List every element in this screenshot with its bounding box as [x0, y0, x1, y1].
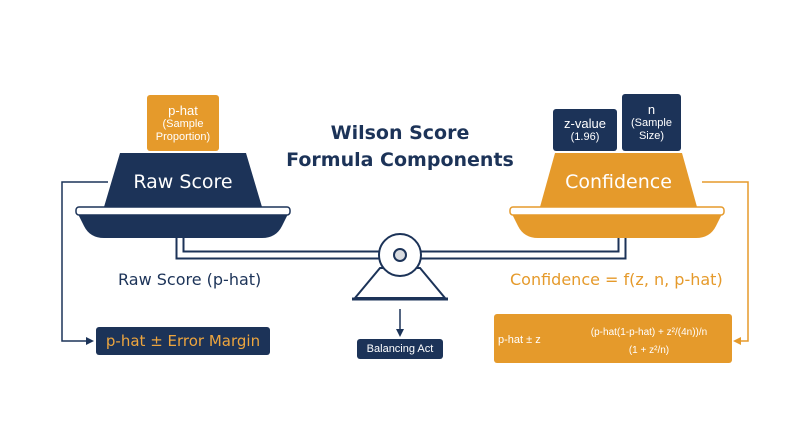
- pivot-inner: [393, 248, 407, 262]
- right-connector-arrow: [702, 181, 749, 342]
- n-weight-label: n: [647, 102, 656, 117]
- n-weight-sub1: (Sample: [631, 117, 672, 129]
- balancing-act-text: Balancing Act: [366, 343, 434, 355]
- diagram-title: Wilson Score Formula Components: [270, 120, 530, 174]
- n-weight: n (Sample Size): [622, 94, 681, 151]
- left-connector-arrow: [61, 181, 108, 342]
- z-value-weight: z-value (1.96): [553, 109, 617, 151]
- right-pan-rim: [509, 206, 725, 216]
- confidence-caption: Confidence = f(z, n, p-hat): [510, 270, 723, 289]
- left-pan-rim: [75, 206, 291, 216]
- wilson-formula-box: [494, 314, 732, 363]
- left-pan: [76, 210, 290, 238]
- p-hat-weight-sub1: (Sample: [162, 117, 204, 130]
- z-value-weight-sub: (1.96): [570, 131, 600, 143]
- down-arrowhead: [396, 329, 404, 337]
- raw-score-caption: Raw Score (p-hat): [118, 270, 262, 289]
- p-hat-weight: p-hat (Sample Proportion): [147, 95, 219, 151]
- formula-numerator: (p-hat(1-p-hat) + z²/(4n))/n: [590, 327, 708, 338]
- error-margin-text: p-hat ± Error Margin: [105, 332, 261, 350]
- z-value-weight-label: z-value: [564, 116, 606, 131]
- n-weight-sub2: Size): [638, 130, 665, 142]
- raw-score-pan-label: Raw Score: [133, 171, 233, 193]
- error-margin-result: p-hat ± Error Margin: [96, 327, 270, 355]
- balancing-act-label: Balancing Act: [357, 339, 443, 359]
- left-arrowhead: [86, 337, 94, 345]
- confidence-pan-label: Confidence: [565, 171, 672, 193]
- right-arrowhead: [733, 337, 741, 345]
- title-line-2: Formula Components: [286, 149, 514, 171]
- right-pan: [510, 210, 724, 238]
- formula-prefix: p-hat ± z: [498, 334, 541, 346]
- title-line-1: Wilson Score: [330, 122, 470, 144]
- formula-denominator: (1 + z²/n): [628, 345, 670, 356]
- p-hat-weight-label: p-hat: [168, 102, 198, 118]
- p-hat-weight-sub2: Proportion): [155, 130, 211, 143]
- left-pan-block: [104, 153, 262, 207]
- right-pan-block: [540, 153, 697, 207]
